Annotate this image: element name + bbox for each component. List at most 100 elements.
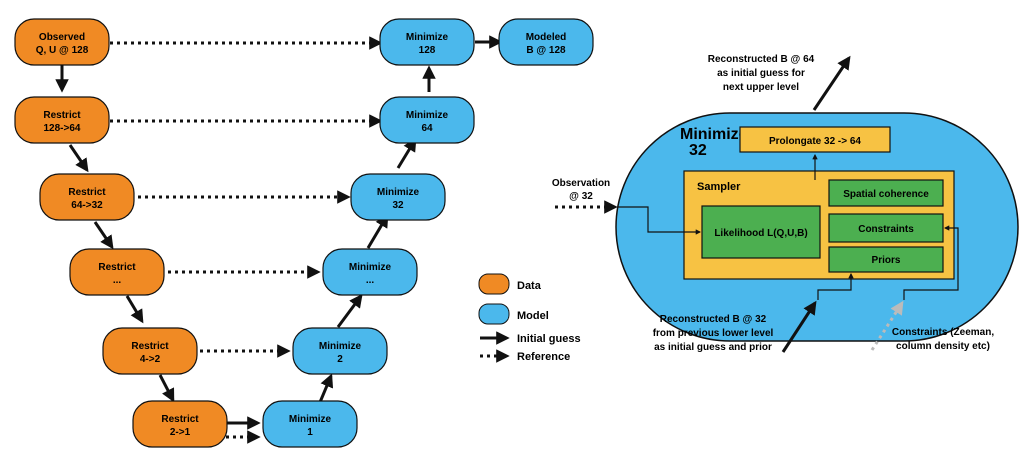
model-node-2-line2: ...: [366, 275, 375, 286]
spatial-coherence-box: [828, 179, 944, 207]
output-node: Modeled B @ 128: [498, 18, 594, 66]
model-node-3-line2: 32: [392, 200, 404, 211]
bottom-note-line-3: as initial guess and prior: [654, 342, 772, 353]
data-node-3-line1: Restrict: [98, 262, 136, 273]
data-node-3-shape: [69, 248, 165, 296]
legend-initial-guess-label: Initial guess: [517, 333, 581, 345]
data-node-2-line1: Restrict: [68, 187, 106, 198]
model-node-0-line1: Minimize: [289, 414, 332, 425]
sampler-label: Sampler: [697, 181, 741, 193]
constraints-arrow: [870, 300, 904, 351]
data-node-0: Observed Q, U @ 128: [14, 18, 110, 66]
priors-label: Priors: [872, 255, 901, 266]
top-note-line-3: next upper level: [723, 82, 799, 93]
initial-guess-arrow: [336, 293, 363, 328]
model-node-1-shape: [292, 327, 388, 375]
data-node-4-line2: 4->2: [140, 354, 161, 365]
top-note-line-2: as initial guess for: [717, 68, 805, 79]
model-node-0-line2: 1: [307, 427, 313, 438]
data-node-1-line2: 128->64: [44, 123, 81, 134]
initial-guess-arrow: [93, 221, 114, 250]
data-node-5-shape: [132, 400, 228, 448]
observation-line-1: Observation: [552, 178, 610, 189]
model-node-1-line1: Minimize: [319, 341, 362, 352]
model-node-1-line2: 2: [337, 354, 343, 365]
model-node-0-shape: [262, 400, 358, 448]
minimize-level: 32: [689, 142, 707, 159]
data-node-3: Restrict...: [69, 248, 165, 296]
initial-guess-arrow: [68, 144, 89, 173]
initial-guess-arrow: [158, 374, 175, 403]
model-node-2-shape: [322, 248, 418, 296]
minimize-32-detail: Minimize 32 Prolongate 32 -> 64 Sampler …: [615, 112, 1019, 342]
prior-input-connector: [817, 272, 854, 300]
constraints-input-connector: [903, 225, 959, 300]
external-arrows: [555, 55, 904, 353]
initial-guess-arrow: [125, 295, 144, 324]
model-node-1: Minimize 2: [292, 327, 388, 375]
bottom-note-line-2: from previous lower level: [653, 328, 774, 339]
data-node-3-line2: ...: [113, 275, 122, 286]
prolongate-label: Prolongate 32 -> 64: [769, 136, 861, 147]
model-node-2: Minimize...: [322, 248, 418, 296]
model-node-4-line1: Minimize: [406, 110, 449, 121]
model-node-5: Minimize 128: [379, 18, 475, 66]
legend-data-label: Data: [517, 280, 542, 292]
constraints-label: Constraints: [858, 224, 914, 235]
prior-arrow: [781, 300, 817, 353]
model-node-3-line1: Minimize: [377, 187, 420, 198]
model-node-4: Minimize 64: [379, 96, 475, 144]
data-node-0-line2: Q, U @ 128: [36, 45, 89, 56]
model-node-4-line2: 64: [421, 123, 433, 134]
initial-guess-arrow: [396, 137, 417, 169]
data-node-5-line2: 2->1: [170, 427, 191, 438]
output-node-line2: B @ 128: [526, 45, 566, 56]
legend-model-label: Model: [517, 310, 549, 322]
data-node-2-shape: [39, 173, 135, 221]
model-node-2-line1: Minimize: [349, 262, 392, 273]
data-node-0-shape: [14, 18, 110, 66]
spatial-coherence-label: Spatial coherence: [843, 189, 929, 200]
notes: Reconstructed B @ 64 as initial guess fo…: [552, 54, 995, 353]
output-arrow: [812, 55, 851, 111]
data-node-2: Restrict 64->32: [39, 173, 135, 221]
prolongate-box: [739, 126, 891, 153]
constraints-box: [828, 213, 944, 243]
priors-box: [828, 246, 944, 273]
model-node-3: Minimize 32: [350, 173, 446, 221]
output-node-line1: Modeled: [526, 32, 567, 43]
likelihood-label: Likelihood L(Q,U,B): [714, 228, 807, 239]
data-node-0-line1: Observed: [39, 32, 85, 43]
data-node-5: Restrict 2->1: [132, 400, 228, 448]
legend-model-swatch: [478, 303, 510, 325]
data-node-4-line1: Restrict: [131, 341, 169, 352]
minimize-title: Minimize: [680, 126, 748, 143]
top-note-line-1: Reconstructed B @ 64: [708, 54, 815, 65]
data-node-5-line1: Restrict: [161, 414, 199, 425]
likelihood-box: [701, 205, 821, 259]
model-node-5-shape: [379, 18, 475, 66]
data-node-2-line2: 64->32: [71, 200, 103, 211]
model-node-4-shape: [379, 96, 475, 144]
observation-line-2: @ 32: [569, 191, 593, 202]
data-node-4: Restrict 4->2: [102, 327, 198, 375]
data-node-1-line1: Restrict: [43, 110, 81, 121]
model-node-5-line1: Minimize: [406, 32, 449, 43]
legend-data-swatch: [478, 273, 510, 295]
legend: Data Model Initial guess Reference: [478, 273, 581, 363]
legend-reference-label: Reference: [517, 351, 570, 363]
bottom-note-line-1: Reconstructed B @ 32: [660, 314, 767, 325]
model-node-0: Minimize 1: [262, 400, 358, 448]
data-node-1-shape: [14, 96, 110, 144]
model-node-5-line2: 128: [419, 45, 436, 56]
data-node-4-shape: [102, 327, 198, 375]
initial-guess-arrow: [366, 213, 389, 249]
constraints-note-line-2: column density etc): [896, 341, 990, 352]
model-node-3-shape: [350, 173, 446, 221]
constraints-note-line-1: Constraints (Zeeman,: [892, 327, 994, 338]
observation-to-likelihood-connector: [618, 206, 702, 235]
data-node-1: Restrict 128->64: [14, 96, 110, 144]
output-node-shape: [498, 18, 594, 66]
